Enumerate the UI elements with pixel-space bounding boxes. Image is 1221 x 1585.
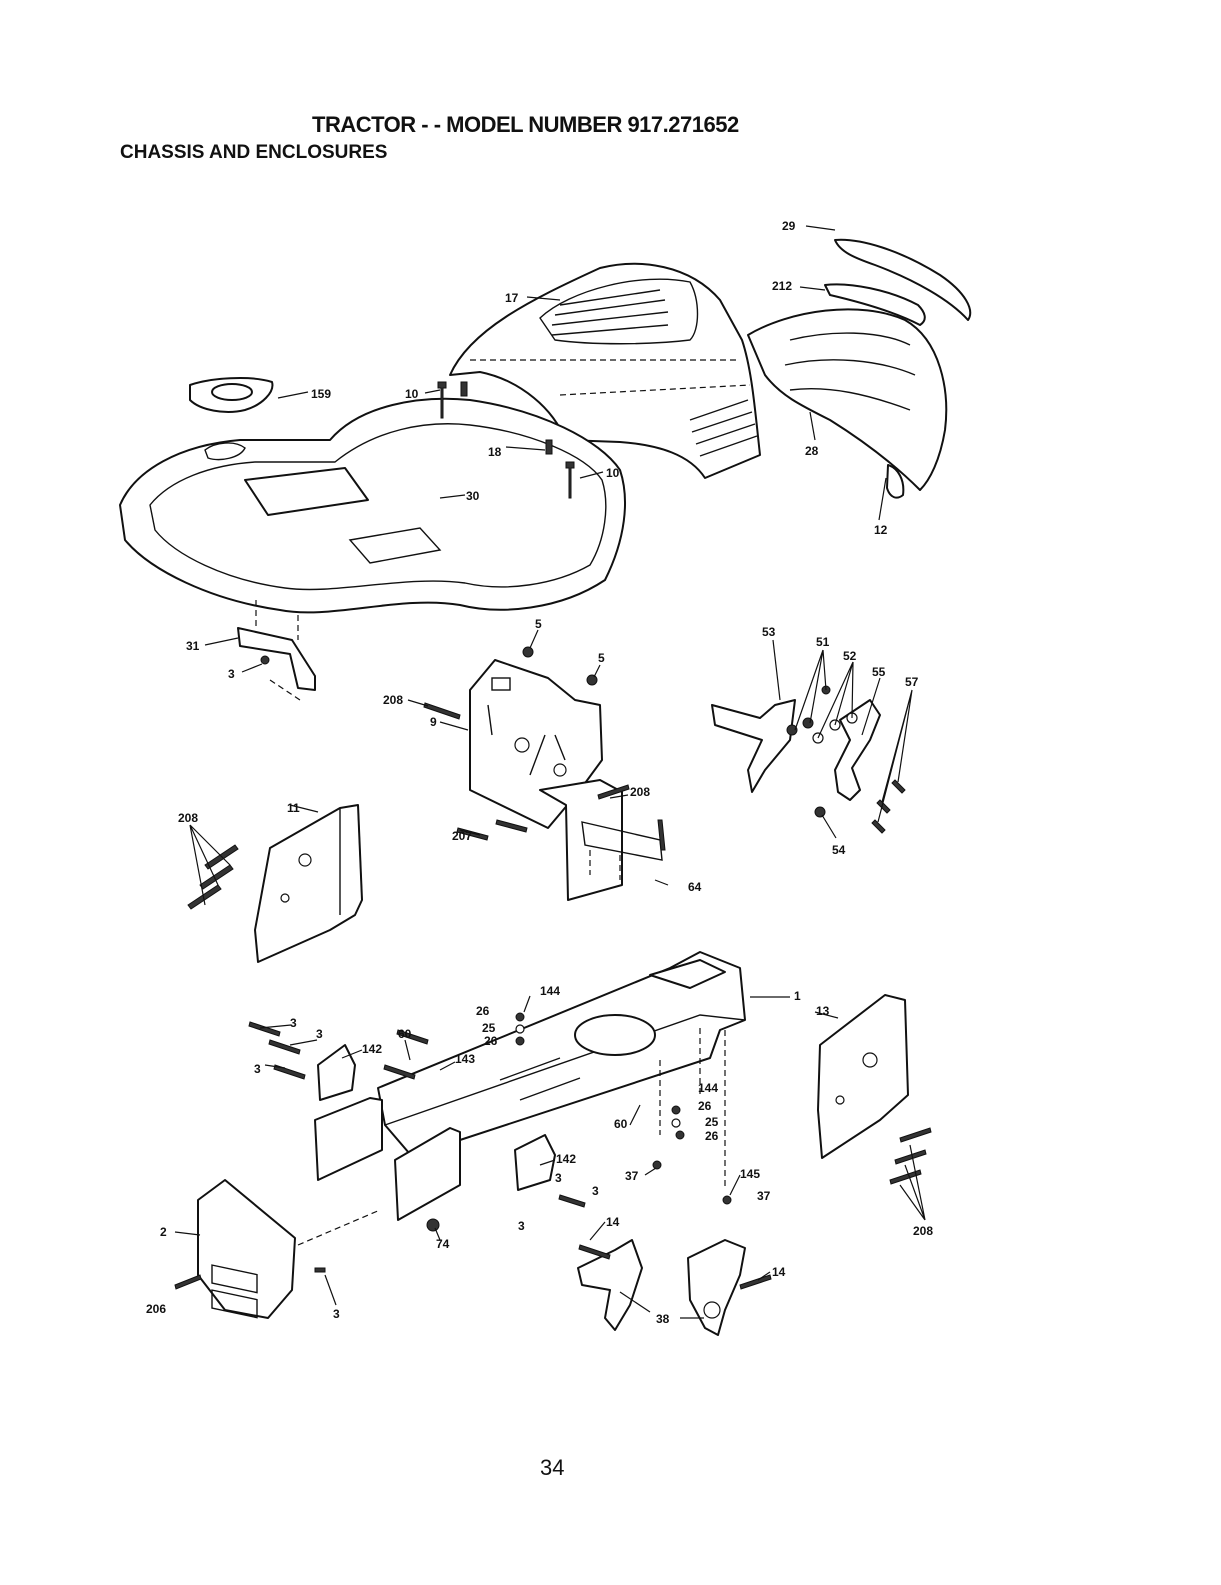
callout-208: 208: [630, 785, 650, 799]
callout-159: 159: [311, 387, 331, 401]
callout-142: 142: [556, 1152, 576, 1166]
callout-53: 53: [762, 625, 776, 639]
callout-31: 31: [186, 639, 200, 653]
callout-9: 9: [430, 715, 437, 729]
bumper-part: [198, 1180, 380, 1318]
callout-5: 5: [598, 651, 605, 665]
callout-11: 11: [287, 801, 300, 815]
callout-143: 143: [455, 1052, 475, 1066]
callout-60: 60: [398, 1027, 412, 1041]
fender-part: [120, 399, 625, 613]
callout-29: 29: [782, 219, 796, 233]
callout-208: 208: [383, 693, 403, 707]
callout-208: 208: [913, 1224, 933, 1238]
callout-64: 64: [688, 880, 702, 894]
callout-1: 1: [794, 989, 801, 1003]
callout-18: 18: [488, 445, 502, 459]
callout-3: 3: [290, 1016, 297, 1030]
callout-74: 74: [436, 1237, 450, 1251]
callout-13: 13: [816, 1004, 830, 1018]
callout-208: 208: [178, 811, 198, 825]
callout-3: 3: [254, 1062, 261, 1076]
callout-10: 10: [606, 466, 620, 480]
callout-28: 28: [805, 444, 819, 458]
callout-5: 5: [535, 617, 542, 631]
right-side-panel-part: [818, 995, 908, 1158]
callout-26: 26: [484, 1034, 498, 1048]
callout-206: 206: [146, 1302, 166, 1316]
callout-25: 25: [482, 1021, 496, 1035]
callout-3: 3: [316, 1027, 323, 1041]
callout-14: 14: [772, 1265, 786, 1279]
callout-38: 38: [656, 1312, 670, 1326]
callout-3: 3: [592, 1184, 599, 1198]
callout-17: 17: [505, 291, 519, 305]
callout-12: 12: [874, 523, 888, 537]
callout-26: 26: [698, 1099, 712, 1113]
callout-144: 144: [540, 984, 560, 998]
callout-145: 145: [740, 1167, 760, 1181]
callout-3: 3: [333, 1307, 340, 1321]
callout-3: 3: [228, 667, 235, 681]
callout-37: 37: [625, 1169, 639, 1183]
page-number: 34: [540, 1455, 564, 1481]
seat-bracket-part: [238, 600, 315, 700]
callout-3: 3: [518, 1219, 525, 1233]
callout-52: 52: [843, 649, 857, 663]
callout-37: 37: [757, 1189, 771, 1203]
callout-10: 10: [405, 387, 419, 401]
callout-26: 26: [476, 1004, 490, 1018]
callout-51: 51: [816, 635, 830, 649]
callout-14: 14: [606, 1215, 620, 1229]
callout-57: 57: [905, 675, 919, 689]
left-side-panel-part: [255, 805, 362, 962]
callout-55: 55: [872, 665, 886, 679]
callout-207: 207: [452, 829, 472, 843]
dash-panel-part: [470, 660, 662, 900]
callout-54: 54: [832, 843, 846, 857]
cup-holder-part: [190, 378, 272, 412]
callout-25: 25: [705, 1115, 719, 1129]
callout-26: 26: [705, 1129, 719, 1143]
callout-2: 2: [160, 1225, 167, 1239]
callout-212: 212: [772, 279, 792, 293]
callout-60: 60: [614, 1117, 628, 1131]
callout-30: 30: [466, 489, 480, 503]
callout-3: 3: [555, 1171, 562, 1185]
callout-142: 142: [362, 1042, 382, 1056]
callout-144: 144: [698, 1081, 718, 1095]
